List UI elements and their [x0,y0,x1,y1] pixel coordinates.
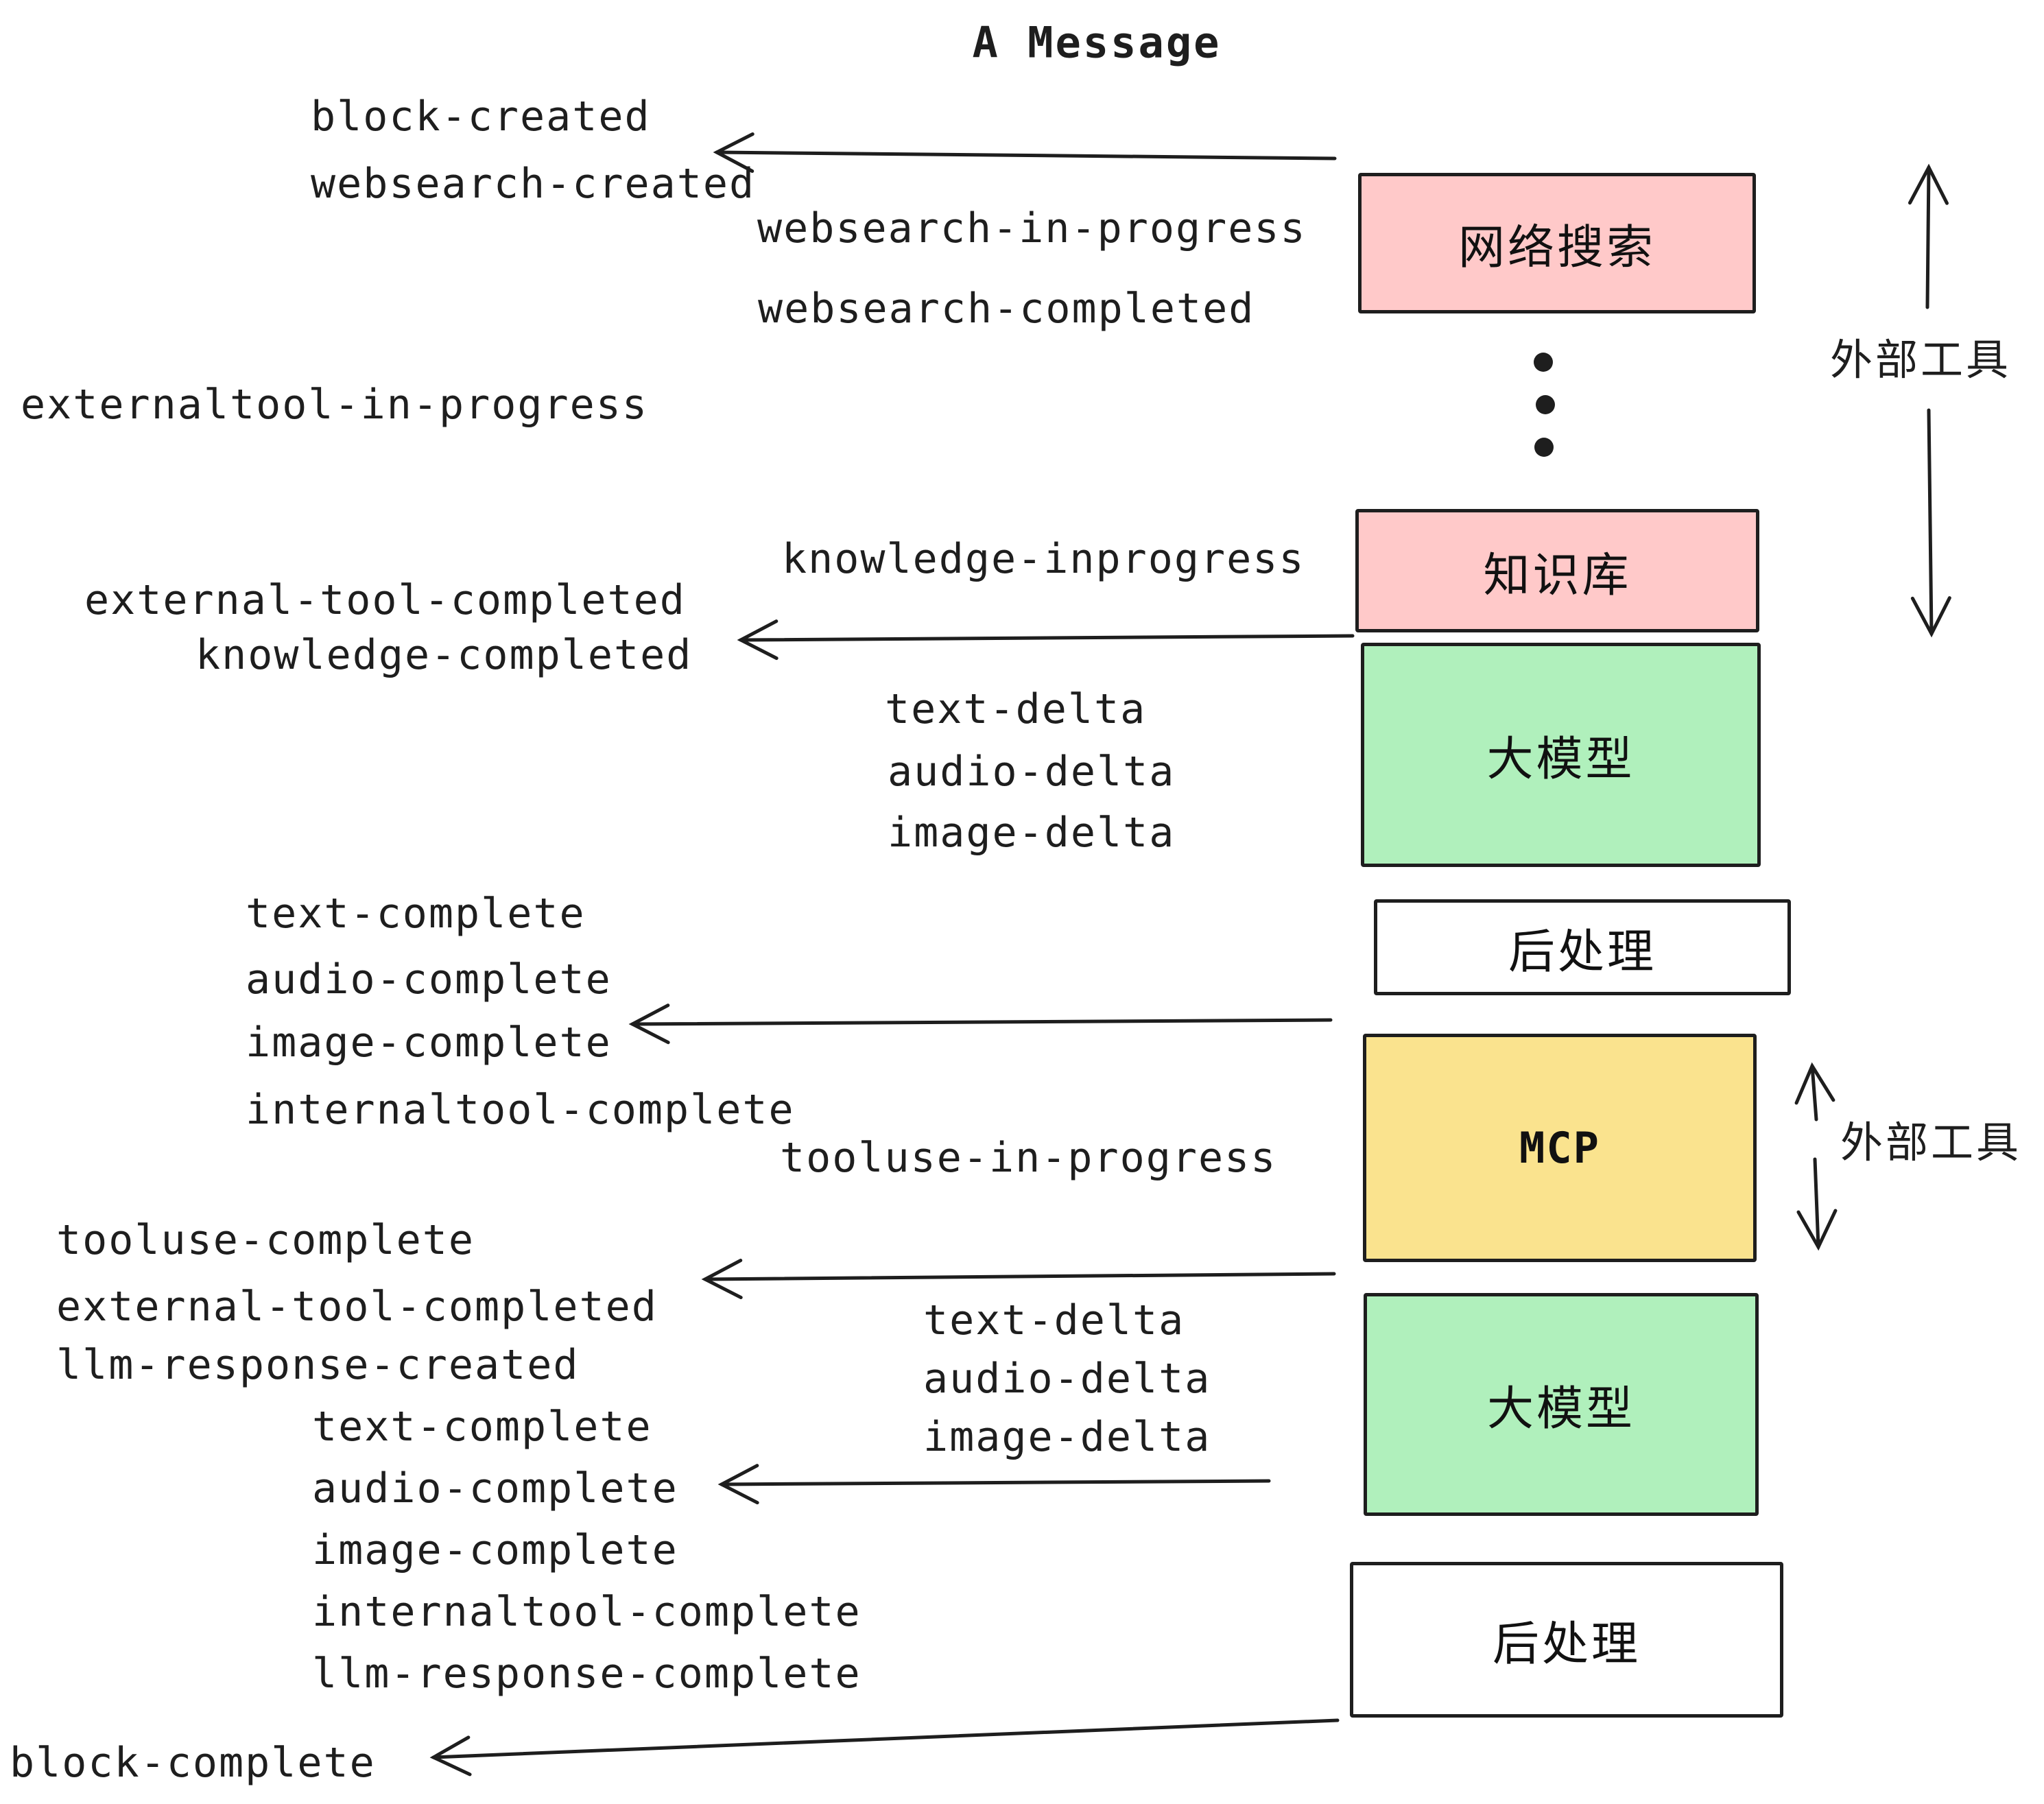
arrow-mcp-to-tooluse-events [701,1259,1336,1300]
box-postprocess-2: 后处理 [1350,1562,1783,1718]
event-audio-complete-1: audio-complete [246,956,612,1004]
external-tools-mid-arrow-down [1796,1157,1838,1251]
external-tools-label-top: 外部工具 [1829,335,2012,385]
event-text-complete-2: text-complete [312,1403,652,1451]
event-external-tool-completed-1: external-tool-completed [84,576,686,624]
event-knowledge-completed: knowledge-completed [195,631,693,679]
box-postprocess-1: 后处理 [1374,899,1791,995]
event-llm-response-created: llm-response-created [56,1341,580,1389]
event-block-complete: block-complete [10,1739,376,1787]
box-websearch: 网络搜索 [1358,173,1756,313]
event-block-created: block-created [311,93,651,141]
event-audio-complete-2: audio-complete [312,1464,678,1512]
event-text-delta-1: text-delta [885,685,1147,733]
external-tools-top-arrow-up [1908,163,1949,309]
event-externaltool-in-progress: externaltool-in-progress [21,381,648,429]
box-mcp: MCP [1363,1034,1757,1262]
event-websearch-created: websearch-created [311,160,756,208]
event-internaltool-complete-2: internaltool-complete [312,1588,861,1636]
event-image-complete-2: image-complete [312,1526,678,1574]
event-websearch-in-progress: websearch-in-progress [757,204,1307,252]
event-text-delta-2: text-delta [923,1296,1185,1344]
ellipsis-dots [1534,353,1555,457]
arrow-websearch-box-to-created-events [713,132,1337,174]
external-tools-label-mid: 外部工具 [1840,1117,2022,1167]
arrow-post1-to-complete-events [628,1004,1333,1045]
event-tooluse-in-progress: tooluse-in-progress [780,1134,1277,1182]
event-image-delta-1: image-delta [888,809,1176,857]
arrow-llm2-to-complete-events [717,1464,1271,1505]
page-title: A Message [972,17,1222,68]
event-external-tool-completed-2: external-tool-completed [56,1283,658,1331]
box-llm-2: 大模型 [1364,1293,1759,1516]
box-llm-1: 大模型 [1361,643,1761,867]
event-websearch-completed: websearch-completed [758,285,1255,333]
event-knowledge-inprogress: knowledge-inprogress [782,535,1305,583]
event-text-complete-1: text-complete [246,890,586,938]
arrow-post2-to-block-complete [429,1718,1340,1777]
event-internaltool-complete-1: internaltool-complete [246,1086,795,1134]
event-llm-response-complete: llm-response-complete [312,1650,861,1698]
event-audio-delta-2: audio-delta [923,1355,1211,1403]
arrow-knowledge-box-to-completed-events [737,619,1355,661]
external-tools-mid-arrow-up [1794,1062,1835,1121]
event-audio-delta-1: audio-delta [888,748,1176,796]
event-image-complete-1: image-complete [246,1019,612,1067]
external-tools-top-arrow-down [1910,408,1951,638]
event-image-delta-2: image-delta [923,1413,1211,1461]
box-knowledge: 知识库 [1355,509,1759,632]
event-tooluse-complete: tooluse-complete [56,1216,475,1264]
